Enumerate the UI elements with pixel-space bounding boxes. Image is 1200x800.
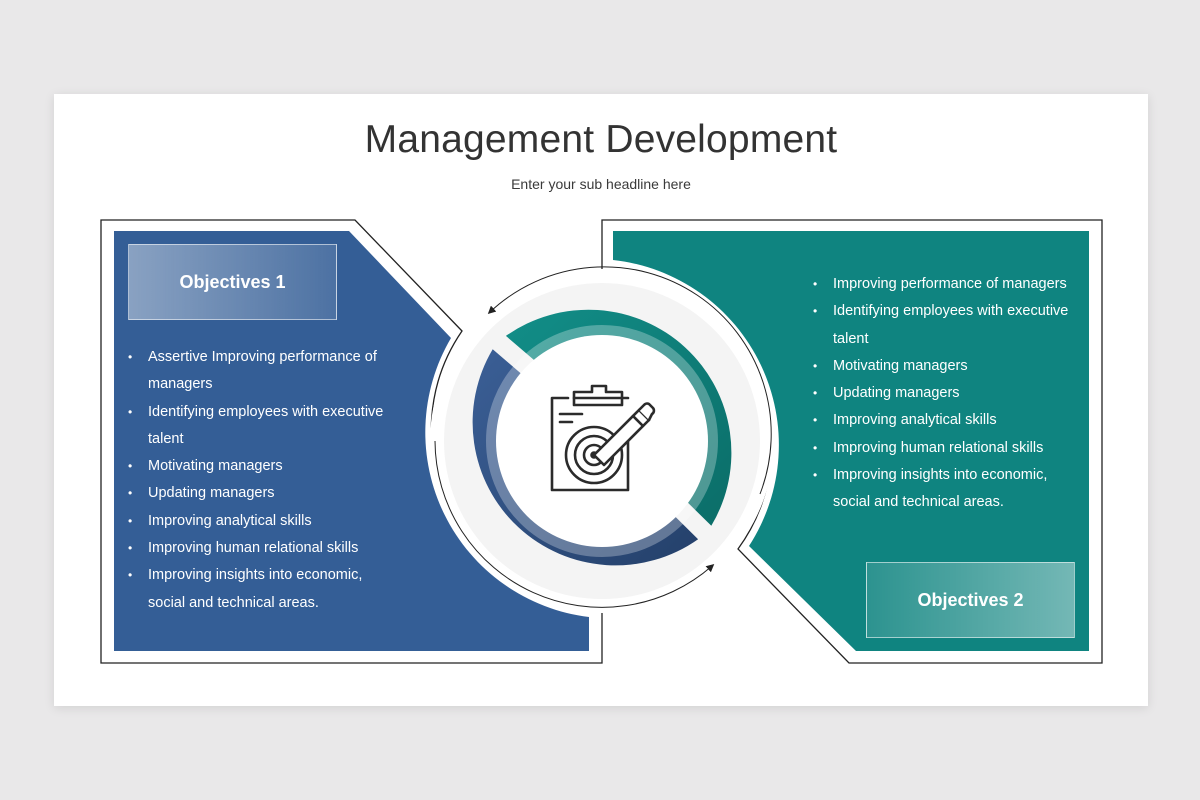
list-item: Improving insights into economic, social… — [812, 462, 1078, 517]
top-cycle-arrow — [487, 266, 772, 495]
bottom-cycle-arrow — [434, 440, 715, 608]
list-item: Improving human relational skills — [127, 535, 387, 563]
list-item: Identifying employees with executive tal… — [812, 298, 1078, 353]
slide-subtitle: Enter your sub headline here — [511, 176, 691, 192]
list-item: Improving analytical skills — [812, 407, 1078, 435]
objectives-1-list: Assertive Improving performance of manag… — [127, 344, 387, 617]
list-item: Improving performance of managers — [812, 271, 1078, 299]
list-item: Motivating managers — [127, 453, 387, 481]
list-item: Updating managers — [812, 380, 1078, 408]
center-circle — [496, 335, 708, 547]
objectives-1-label: Objectives 1 — [128, 244, 337, 320]
slide-title: Management Development — [364, 118, 838, 161]
clipboard-target-pencil-icon — [550, 384, 656, 492]
list-item: Updating managers — [127, 480, 387, 508]
list-item: Identifying employees with executive tal… — [127, 399, 387, 454]
list-item: Assertive Improving performance of manag… — [127, 344, 387, 399]
list-item: Motivating managers — [812, 353, 1078, 381]
objectives-2-list: Improving performance of managers Identi… — [812, 271, 1078, 517]
list-item: Improving human relational skills — [812, 435, 1078, 463]
slide: Management Development Enter your sub he… — [54, 94, 1148, 706]
list-item: Improving insights into economic, social… — [127, 562, 387, 617]
objectives-2-label: Objectives 2 — [866, 562, 1075, 638]
list-item: Improving analytical skills — [127, 508, 387, 536]
cycle-diagram — [100, 219, 1103, 664]
